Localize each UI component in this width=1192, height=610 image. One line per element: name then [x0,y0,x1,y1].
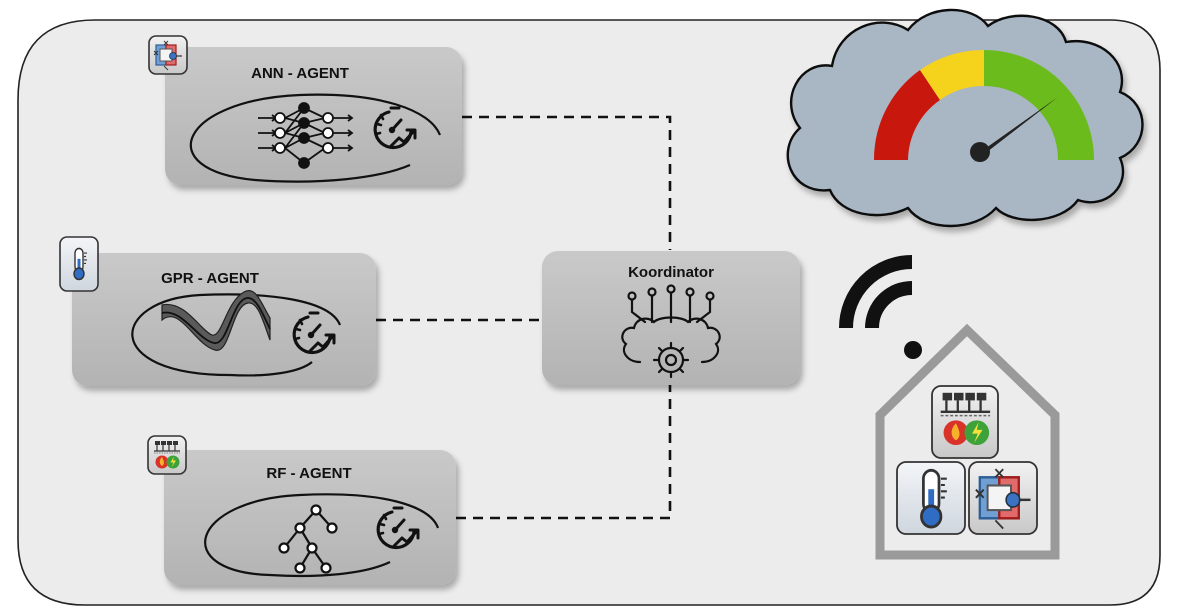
heat-exchanger-badge [148,35,188,75]
ann-agent-box: ANN - AGENT [165,47,462,185]
building-thermometer-badge [896,461,966,535]
ann-agent-label: ANN - AGENT [251,65,349,82]
gaussian-process-icon [161,289,271,351]
building-energy-meter-badge [931,385,999,459]
building-icon [875,323,1060,560]
building-heat-exchanger-badge [968,461,1038,535]
ann-connector [462,115,672,250]
coordinator-box: Koordinator [542,251,800,385]
neural-network-icon [258,102,354,169]
brain-gear-icon [621,284,721,379]
thermometer-badge [59,236,99,292]
gauge-icon [873,49,1094,162]
rf-connector [456,385,672,520]
agent-connectors [376,115,672,520]
cloud-performance-gauge [786,8,1144,228]
gpr-agent-box: GPR - AGENT [72,253,376,386]
energy-meter-badge [147,435,187,475]
rf-agent-box: RF - AGENT [164,450,456,585]
gpr-agent-label: GPR - AGENT [161,270,259,287]
rf-agent-label: RF - AGENT [266,465,351,482]
coordinator-label: Koordinator [628,264,714,281]
wifi-icon [839,255,922,359]
decision-tree-icon [278,504,338,574]
